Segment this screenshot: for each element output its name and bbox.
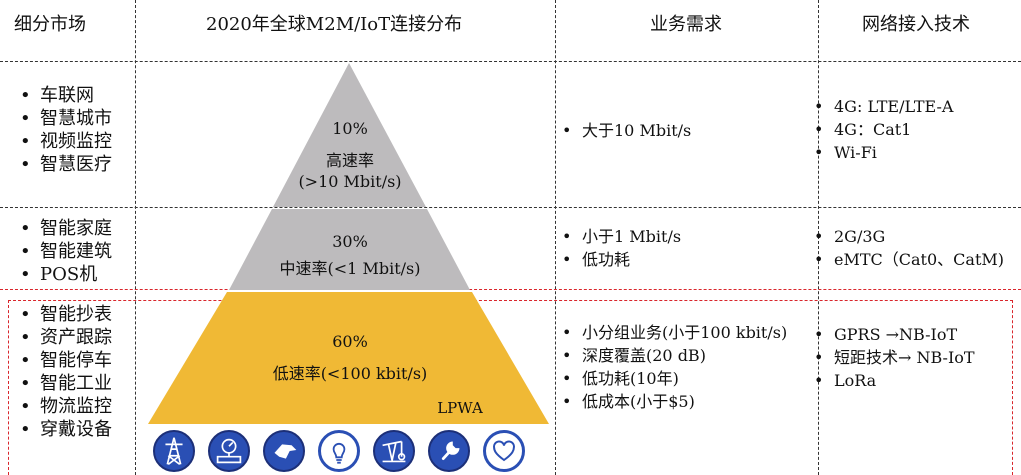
pyramid-tier-high (273, 63, 426, 207)
list-item: 物流监控 (18, 395, 112, 418)
list-item: 低功耗(10年) (560, 367, 787, 390)
oil-pump-icon (373, 430, 415, 472)
segment-list-low: 智能抄表 资产跟踪 智能停车 智能工业 物流监控 穿戴设备 (18, 303, 112, 441)
list-item: 视频监控 (18, 130, 112, 153)
tier-low-label: 低速率(<100 kbit/s) (272, 364, 428, 383)
list-item: 穿戴设备 (18, 418, 112, 441)
lpwa-highlight-top (0, 289, 1021, 290)
list-item: 资产跟踪 (18, 326, 112, 349)
lpwa-highlight-left (8, 300, 9, 475)
list-item: 智能抄表 (18, 303, 112, 326)
column-divider-1 (135, 0, 136, 475)
tier-high-rate: (>10 Mbit/s) (298, 172, 402, 191)
wrench-icon (428, 430, 470, 472)
tier-medium-label: 中速率(<1 Mbit/s) (279, 259, 421, 278)
list-item: 车联网 (18, 84, 112, 107)
list-item: 2G/3G (812, 225, 1004, 248)
list-item: 深度覆盖(20 dB) (560, 344, 787, 367)
technology-list-high: 4G: LTE/LTE-A 4G：Cat1 Wi-Fi (812, 95, 953, 164)
list-item: 智能停车 (18, 349, 112, 372)
bird-icon (263, 430, 305, 472)
header-distribution: 2020年全球M2M/IoT连接分布 (206, 14, 463, 35)
list-item: 4G: LTE/LTE-A (812, 95, 953, 118)
light-bulb-icon (318, 430, 360, 472)
pyramid-tier-low (148, 292, 549, 424)
list-item: 4G：Cat1 (812, 118, 953, 141)
header-access-tech: 网络接入技术 (862, 14, 970, 35)
column-divider-2 (555, 0, 556, 475)
gauge-pipe-icon (208, 430, 250, 472)
lpwa-highlight-top-2 (8, 300, 1013, 301)
pyramid-tier-medium (229, 209, 470, 290)
list-item: Wi-Fi (812, 141, 953, 164)
list-item: POS机 (18, 263, 112, 286)
technology-list-medium: 2G/3G eMTC（Cat0、CatM) (812, 225, 1004, 271)
list-item: eMTC（Cat0、CatM) (812, 248, 1004, 271)
list-item: 小于1 Mbit/s (560, 225, 681, 248)
list-item: GPRS →NB-IoT (812, 323, 975, 346)
lpwa-highlight-right (1012, 300, 1013, 475)
tier-high-label: 高速率 (325, 151, 374, 170)
list-item: 短距技术→ NB-IoT (812, 346, 975, 369)
list-item: 小分组业务(小于100 kbit/s) (560, 321, 787, 344)
list-item: 智慧城市 (18, 107, 112, 130)
list-item: 智能工业 (18, 372, 112, 395)
tier-high-percent: 10% (332, 119, 368, 138)
segment-list-medium: 智能家庭 智能建筑 POS机 (18, 217, 112, 286)
header-divider (0, 61, 1021, 62)
requirement-list-high: 大于10 Mbit/s (560, 119, 691, 142)
tier-low-percent: 60% (332, 332, 368, 351)
tier-medium-percent: 30% (332, 232, 368, 251)
list-item: 大于10 Mbit/s (560, 119, 691, 142)
row-divider-1 (0, 207, 1021, 208)
requirement-list-low: 小分组业务(小于100 kbit/s) 深度覆盖(20 dB) 低功耗(10年)… (560, 321, 787, 413)
list-item: 低功耗 (560, 248, 681, 271)
list-item: 智慧医疗 (18, 153, 112, 176)
list-item: 智能家庭 (18, 217, 112, 240)
list-item: LoRa (812, 369, 975, 392)
lpwa-tag: LPWA (437, 399, 483, 417)
header-requirements: 业务需求 (650, 14, 722, 35)
heart-icon (483, 430, 525, 472)
power-tower-icon (153, 430, 195, 472)
requirement-list-medium: 小于1 Mbit/s 低功耗 (560, 225, 681, 271)
technology-list-low: GPRS →NB-IoT 短距技术→ NB-IoT LoRa (812, 323, 975, 392)
list-item: 智能建筑 (18, 240, 112, 263)
list-item: 低成本(小于$5) (560, 390, 787, 413)
segment-list-high: 车联网 智慧城市 视频监控 智慧医疗 (18, 84, 112, 176)
header-segment: 细分市场 (14, 14, 86, 35)
